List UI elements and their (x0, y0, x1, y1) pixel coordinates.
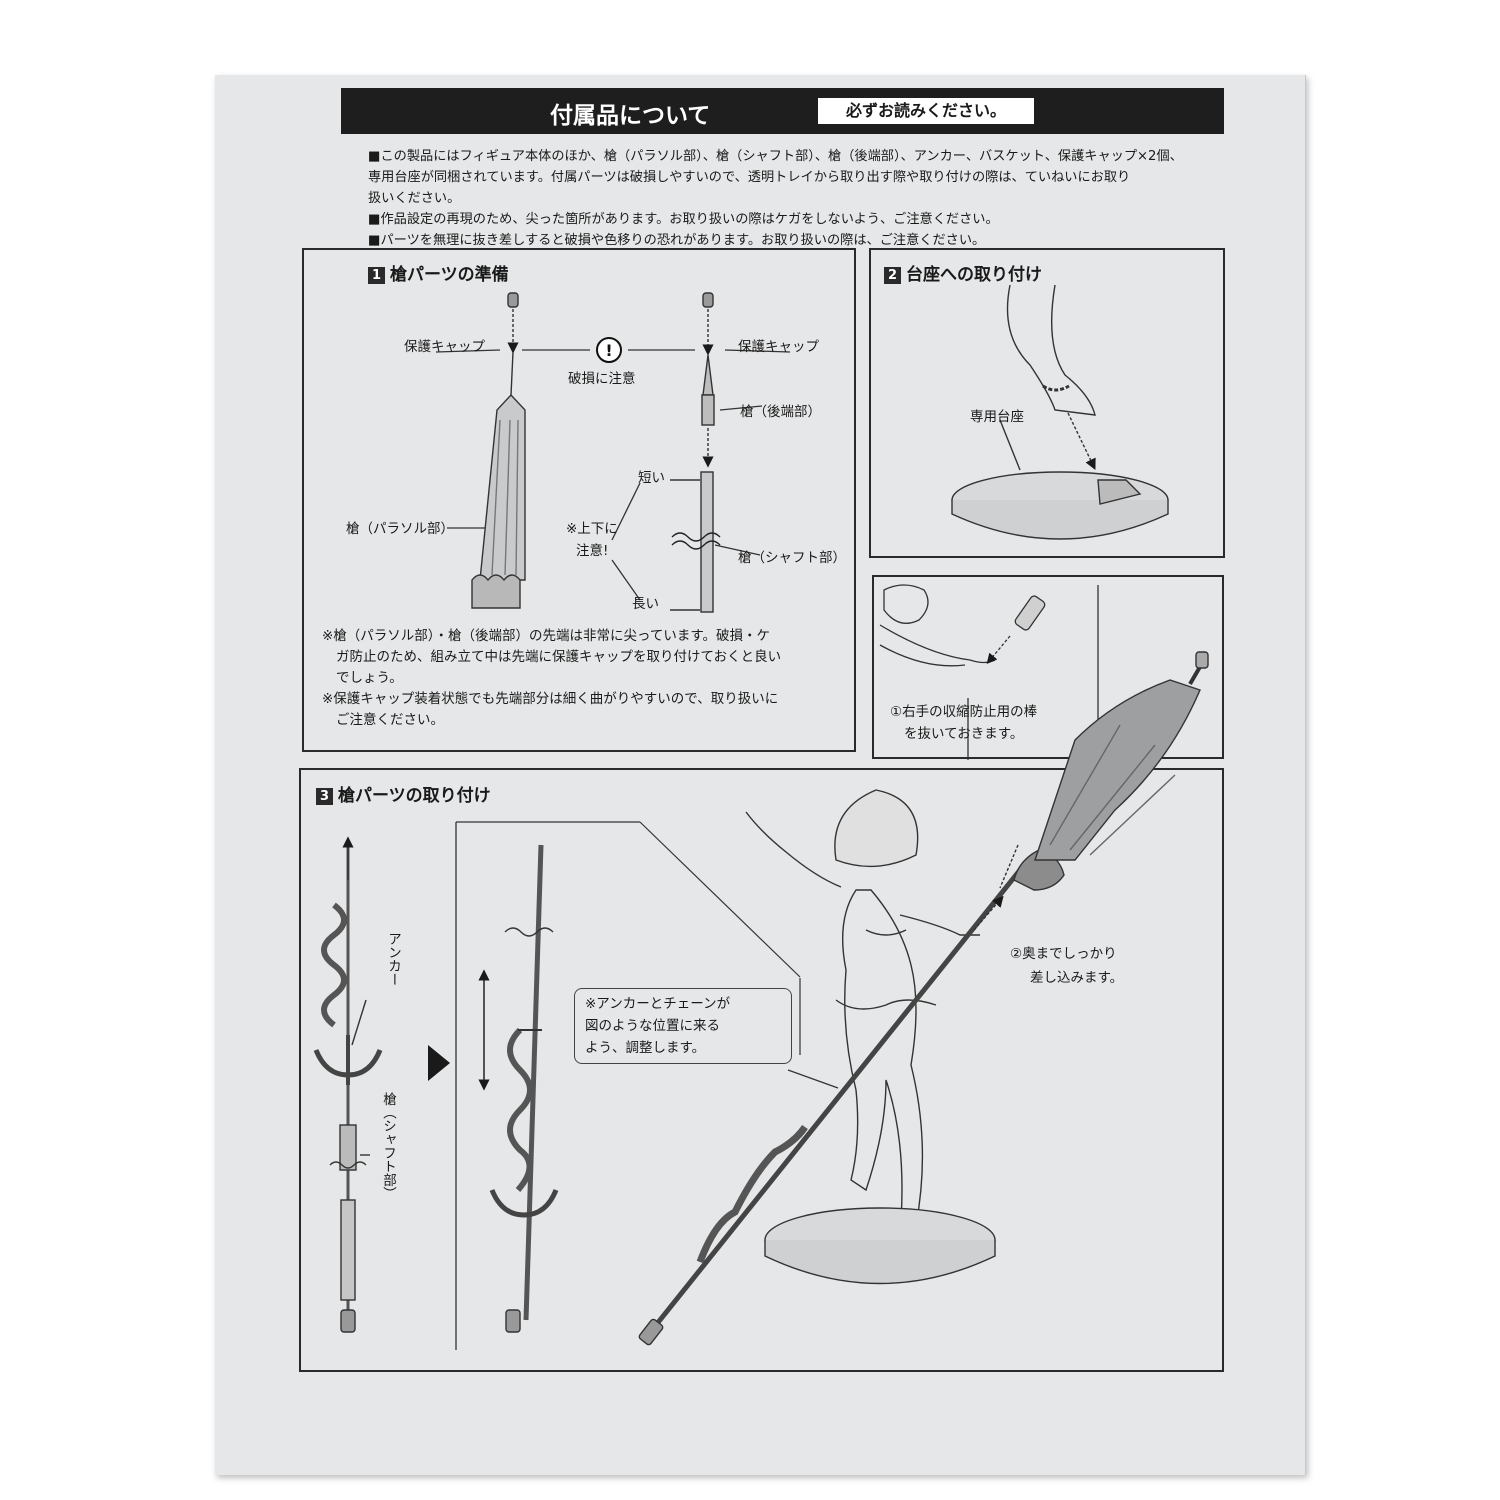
panel-spear-prep-title: 1 槍パーツの準備 (368, 260, 509, 285)
panel-spear-attach (299, 768, 1224, 1372)
page-title: 付属品について (550, 103, 711, 129)
note-line: ■パーツを無理に抜き差しすると破損や色移りの恐れがあります。お取り扱いの際は、ご… (368, 233, 986, 248)
figure-illustration (639, 789, 996, 1285)
must-read-badge: 必ずお読みください。 (816, 96, 1036, 126)
panel-title-text: 槍パーツの取り付け (338, 786, 491, 806)
note-line: ■この製品にはフィギュア本体のほか、槍（パラソル部）、槍（シャフト部）、槍（後端… (368, 149, 1183, 164)
panel-spear-attach-title: 3 槍パーツの取り付け (316, 781, 491, 806)
label-updown-2: 注意! (576, 543, 609, 559)
label-shaft-part: 槍（シャフト部） (738, 550, 846, 566)
step-divider (428, 821, 640, 1350)
label-long: 長い (632, 596, 659, 612)
panel1-caution-text: ※槍（パラソル部）・槍（後端部）の先端は非常に尖っています。破損・ケ ガ防止のた… (322, 626, 842, 731)
label-cap-left: 保護キャップ (404, 339, 485, 355)
label-shaft-vertical: 槍（シャフト部） (380, 1092, 396, 1200)
label-step2-line1: ②奥までしっかり (1010, 946, 1117, 962)
rear-spear-illustration (670, 292, 721, 613)
note-line: ■作品設定の再現のため、尖った箇所があります。お取り扱いの際はケガをしないよう、… (368, 212, 999, 227)
label-parasol-part: 槍（パラソル部） (346, 521, 454, 537)
label-damage-caution: 破損に注意 (568, 371, 636, 387)
callout-line: 図のような位置に来る (585, 1018, 720, 1034)
label-short: 短い (638, 470, 665, 486)
label-step1-line2: を抜いておきます。 (904, 726, 1024, 742)
notes: ■この製品にはフィギュア本体のほか、槍（パラソル部）、槍（シャフト部）、槍（後端… (368, 146, 1198, 251)
panel-title-text: 槍パーツの準備 (390, 265, 509, 285)
caution-line: ※保護キャップ装着状態でも先端部分は細く曲がりやすいので、取り扱いに (322, 691, 779, 707)
panel-spear-prep (302, 248, 856, 752)
anchor-chain-illustration-right (478, 844, 559, 1333)
damage-warning: ! (435, 337, 791, 601)
callout-line: よう、調整します。 (585, 1040, 706, 1056)
svg-text:!: ! (605, 341, 612, 360)
header-bar (341, 88, 1224, 134)
label-step1-line1: ①右手の収縮防止用の棒 (890, 704, 1038, 720)
note-line: 扱いください。 (368, 191, 461, 206)
label-step2-line2: 差し込みます。 (1030, 970, 1124, 986)
step-number: 1 (368, 267, 385, 284)
caution-line: ガ防止のため、組み立て中は先端に保護キャップを取り付けておくと良い (336, 649, 782, 665)
note-line: 専用台座が同梱されています。付属パーツは破損しやすいので、透明トレイから取り出す… (368, 170, 1131, 185)
caution-line: ※槍（パラソル部）・槍（後端部）の先端は非常に尖っています。破損・ケ (322, 628, 771, 644)
anchor-position-callout: ※アンカーとチェーンが 図のような位置に来る よう、調整します。 (574, 988, 792, 1064)
step-number: 3 (316, 788, 333, 805)
label-dedicated-stand: 専用台座 (970, 409, 1024, 425)
hand-illustration (879, 584, 1099, 760)
step-number: 2 (884, 267, 901, 284)
anchor-chain-illustration-left (313, 836, 383, 1333)
panel-stand-attach-title: 2 台座への取り付け (884, 260, 1042, 285)
label-cap-right: 保護キャップ (738, 339, 819, 355)
caution-line: ご注意ください。 (336, 712, 444, 728)
label-anchor: アンカー (385, 932, 401, 986)
assembled-spear-illustration (638, 651, 1209, 1346)
label-rear-part: 槍（後端部） (740, 404, 821, 420)
callout-line: ※アンカーとチェーンが (585, 996, 731, 1012)
panel-title-text: 台座への取り付け (906, 265, 1042, 285)
caution-line: でしょう。 (336, 670, 403, 686)
label-updown-1: ※上下に (566, 521, 618, 537)
cap-illustration (507, 292, 519, 308)
parasol-spear-illustration (471, 292, 526, 609)
stand-illustration (951, 284, 1169, 540)
